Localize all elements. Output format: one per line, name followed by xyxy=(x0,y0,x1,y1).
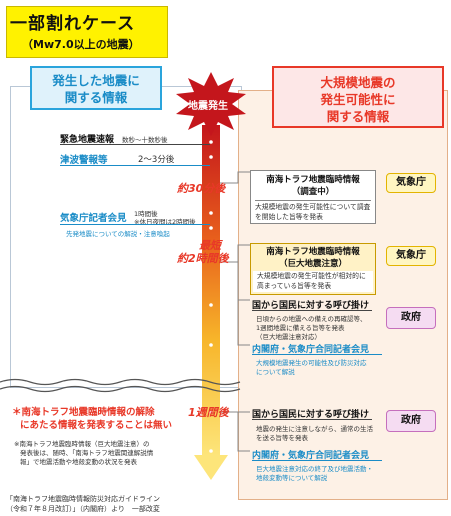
call1-line xyxy=(252,310,372,311)
left-header-line1: 発生した地震に xyxy=(52,73,140,88)
call1-title: 国から国民に対する呼び掛け xyxy=(252,301,370,311)
box1-description: 大規模地震の発生可能性について調査を開始した旨等を発表 xyxy=(255,203,371,221)
agency-badge-gov-1: 政府 xyxy=(386,307,436,329)
note-red-1: ＊南海トラフ地震臨時情報の解除 xyxy=(12,407,155,418)
jma-press-line xyxy=(60,224,210,225)
box2-title-2: （巨大地震注意） xyxy=(278,259,347,269)
tsunami-warning-time: 2～3分後 xyxy=(138,155,175,165)
joint-press-2-title: 内閣府・気象庁合同記者会見 xyxy=(252,451,370,461)
note-small-1: ※南海トラフ地震臨時情報（巨大地震注意）の xyxy=(14,440,150,448)
call2-desc-1: 地震の発生に注意しながら、通常の生活 xyxy=(256,425,373,433)
timeline-markers xyxy=(209,140,213,453)
joint1-line xyxy=(252,354,382,355)
jma-press-conference-label: 気象庁記者会見 xyxy=(60,213,127,224)
joint1-desc-2: について解説 xyxy=(256,368,295,376)
jma-press-description: 先発地震についての解説・注意喚起 xyxy=(66,230,170,238)
tsunami-line xyxy=(60,165,210,166)
note-red-2: にあたる情報を発表することは無い xyxy=(20,420,173,431)
break-line xyxy=(0,378,241,393)
tsunami-warning-label: 津波警報等 xyxy=(60,155,108,166)
title-box xyxy=(6,6,168,58)
agency-badge-jma-1: 気象庁 xyxy=(386,173,436,193)
quake-report-line xyxy=(60,144,210,145)
elapsed-2h: 約2時間後 xyxy=(177,252,229,265)
elapsed-shortest: 最短 xyxy=(199,239,221,252)
joint2-desc-1: 巨大地震注意対応の終了及び地震活動・ xyxy=(256,465,373,473)
call2-desc-2: を送る旨等を発表 xyxy=(256,434,308,442)
note-small-2: 発表後は、随時、「南海トラフ地震関連解説情 xyxy=(20,449,154,457)
right-panel-header: 大規模地震の 発生可能性に 関する情報 xyxy=(272,66,444,128)
call2-title: 国から国民に対する呼び掛け xyxy=(252,410,370,420)
elapsed-30min: 約30分後 xyxy=(177,182,226,195)
right-header-line1: 大規模地震の xyxy=(320,75,396,90)
emergency-quake-report-label: 緊急地震速報 xyxy=(60,135,115,145)
source-line-1: 「南海トラフ地震臨時情報防災対応ガイドライン xyxy=(6,495,160,503)
right-header-line2: 発生可能性に xyxy=(320,92,396,107)
right-header-line3: 関する情報 xyxy=(326,109,390,124)
joint1-desc-1: 大規模地震発生の可能性及び防災対応 xyxy=(256,359,367,367)
call1-desc-3: （巨大地震注意対応） xyxy=(256,333,321,341)
agency-badge-gov-2: 政府 xyxy=(386,410,436,432)
joint2-line xyxy=(252,460,382,461)
box1-title-2: （調査中） xyxy=(291,187,335,197)
left-panel-header: 発生した地震に 関する情報 xyxy=(30,66,162,110)
timeline-arrow xyxy=(194,125,228,480)
box2-title-1: 南海トラフ地震臨時情報 xyxy=(266,247,360,257)
right-connectors xyxy=(220,171,250,452)
page-subtitle: （Mw7.0以上の地震） xyxy=(22,38,140,51)
call1-desc-2: 1週間地震に備える旨等を発表 xyxy=(256,324,345,332)
jma-press-time-2: ※休日夜間は2時間後 xyxy=(134,218,196,226)
call1-desc-1: 日頃からの地震への備えの再確認等、 xyxy=(256,315,367,323)
info-box-megaquake-caution: 南海トラフ地震臨時情報 （巨大地震注意） 大規模地震の発生可能性が相対的に高まっ… xyxy=(250,243,376,295)
joint2-desc-2: 地殻変動等について解説 xyxy=(256,474,328,482)
elapsed-1week: 1週間後 xyxy=(188,406,229,419)
left-header-line2: 関する情報 xyxy=(64,90,128,105)
box1-title-1: 南海トラフ地震臨時情報 xyxy=(266,175,360,185)
earthquake-burst-icon xyxy=(176,72,246,136)
box2-description: 大規模地震の発生可能性が相対的に高まっている旨等を発表 xyxy=(253,271,373,292)
page-title: 一部割れケース xyxy=(10,14,136,34)
note-small-3: 報」で地震活動や地殻変動の状況を発表 xyxy=(20,458,137,466)
emergency-quake-report-time: 数秒～十数秒後 xyxy=(122,136,168,144)
earthquake-label: 地震発生 xyxy=(188,101,228,112)
call2-line xyxy=(252,419,372,420)
source-line-2: （令和７年８月改訂）」（内閣府）より 一部改変 xyxy=(6,505,160,513)
info-box-investigating: 南海トラフ地震臨時情報 （調査中） 大規模地震の発生可能性について調査を開始した… xyxy=(250,170,376,224)
joint-press-1-title: 内閣府・気象庁合同記者会見 xyxy=(252,345,370,355)
jma-press-time-1: 1時間後 xyxy=(134,210,158,218)
agency-badge-jma-2: 気象庁 xyxy=(386,246,436,266)
